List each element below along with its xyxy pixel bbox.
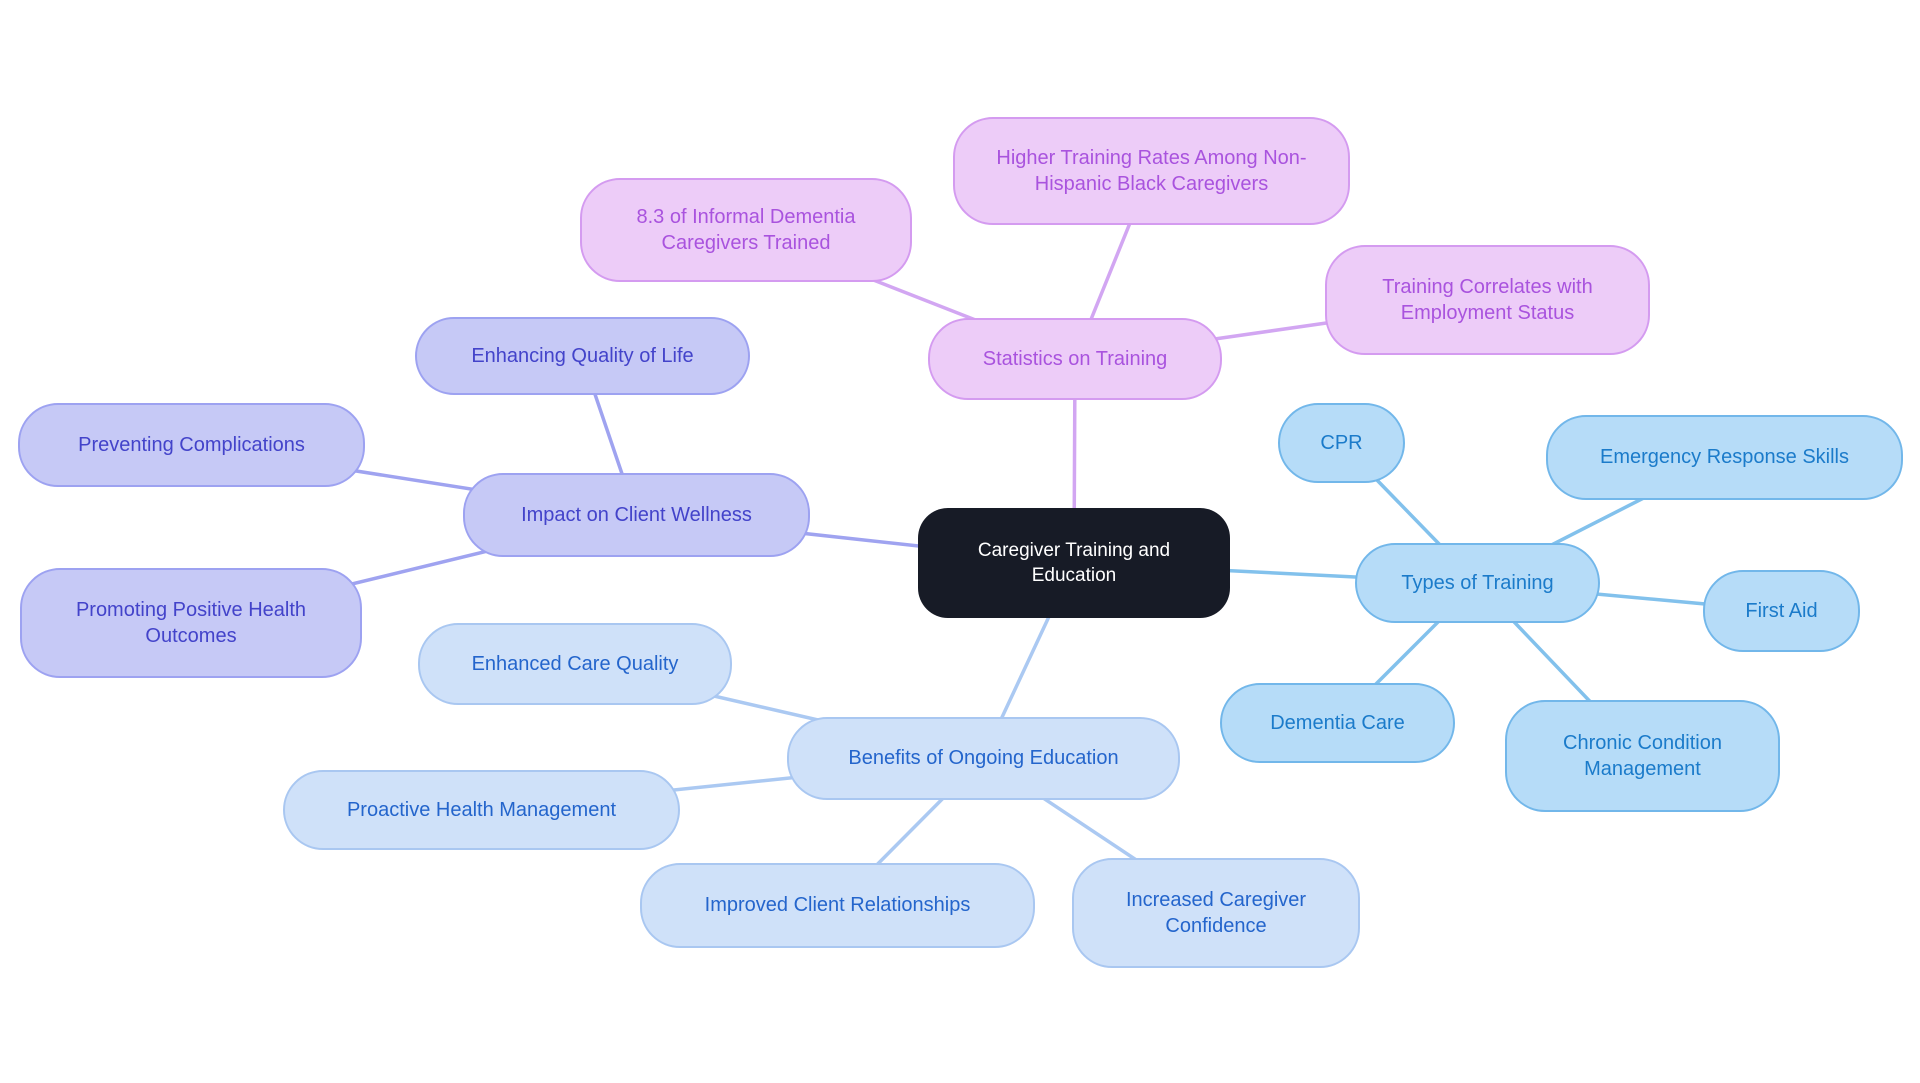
node-dementia-care[interactable]: Dementia Care: [1220, 683, 1455, 763]
node-label: Higher Training Rates Among Non-Hispanic…: [996, 146, 1307, 195]
node-higher-training-rates-non-hispanic-black-caregivers[interactable]: Higher Training Rates Among Non-Hispanic…: [953, 117, 1350, 225]
node-label: Chronic Condition Management: [1563, 731, 1722, 780]
node-training-correlates-with-employment-status[interactable]: Training Correlates with Employment Stat…: [1325, 245, 1650, 355]
node-label: Types of Training: [1401, 571, 1554, 594]
node-proactive-health-management[interactable]: Proactive Health Management: [283, 770, 680, 850]
node-label: Proactive Health Management: [346, 798, 617, 821]
node-emergency-response-skills[interactable]: Emergency Response Skills: [1546, 415, 1903, 500]
node-preventing-complications[interactable]: Preventing Complications: [18, 403, 365, 487]
node-label: Increased Caregiver Confidence: [1125, 888, 1307, 937]
node-caregiver-training-and-education[interactable]: Caregiver Training and Education: [918, 508, 1230, 618]
node-promoting-positive-health-outcomes[interactable]: Promoting Positive Health Outcomes: [20, 568, 362, 678]
node-label: Statistics on Training: [982, 347, 1168, 370]
node-label: Preventing Complications: [78, 433, 305, 456]
node-label: Training Correlates with Employment Stat…: [1382, 275, 1593, 324]
node-8-3-informal-dementia-caregivers-trained[interactable]: 8.3 of Informal Dementia Caregivers Trai…: [580, 178, 912, 282]
node-label: Promoting Positive Health Outcomes: [75, 598, 307, 647]
node-statistics-on-training[interactable]: Statistics on Training: [928, 318, 1222, 400]
node-label: First Aid: [1745, 599, 1818, 622]
node-cpr[interactable]: CPR: [1278, 403, 1405, 483]
node-label: Enhancing Quality of Life: [471, 344, 694, 367]
node-label: Improved Client Relationships: [704, 894, 971, 917]
node-label: 8.3 of Informal Dementia Caregivers Trai…: [636, 205, 856, 254]
node-benefits-of-ongoing-education[interactable]: Benefits of Ongoing Education: [787, 717, 1180, 800]
node-first-aid[interactable]: First Aid: [1703, 570, 1860, 652]
node-label: Dementia Care: [1270, 711, 1405, 734]
node-types-of-training[interactable]: Types of Training: [1355, 543, 1600, 623]
node-enhanced-care-quality[interactable]: Enhanced Care Quality: [418, 623, 732, 705]
node-improved-client-relationships[interactable]: Improved Client Relationships: [640, 863, 1035, 948]
node-label: Caregiver Training and Education: [977, 539, 1171, 586]
node-label: Emergency Response Skills: [1600, 446, 1849, 469]
node-label: Benefits of Ongoing Education: [848, 747, 1119, 770]
node-impact-on-client-wellness[interactable]: Impact on Client Wellness: [463, 473, 810, 557]
node-enhancing-quality-of-life[interactable]: Enhancing Quality of Life: [415, 317, 750, 395]
node-label: Impact on Client Wellness: [521, 503, 752, 526]
node-increased-caregiver-confidence[interactable]: Increased Caregiver Confidence: [1072, 858, 1360, 968]
node-label: Enhanced Care Quality: [471, 652, 679, 675]
node-label: CPR: [1320, 431, 1363, 454]
node-chronic-condition-management[interactable]: Chronic Condition Management: [1505, 700, 1780, 812]
